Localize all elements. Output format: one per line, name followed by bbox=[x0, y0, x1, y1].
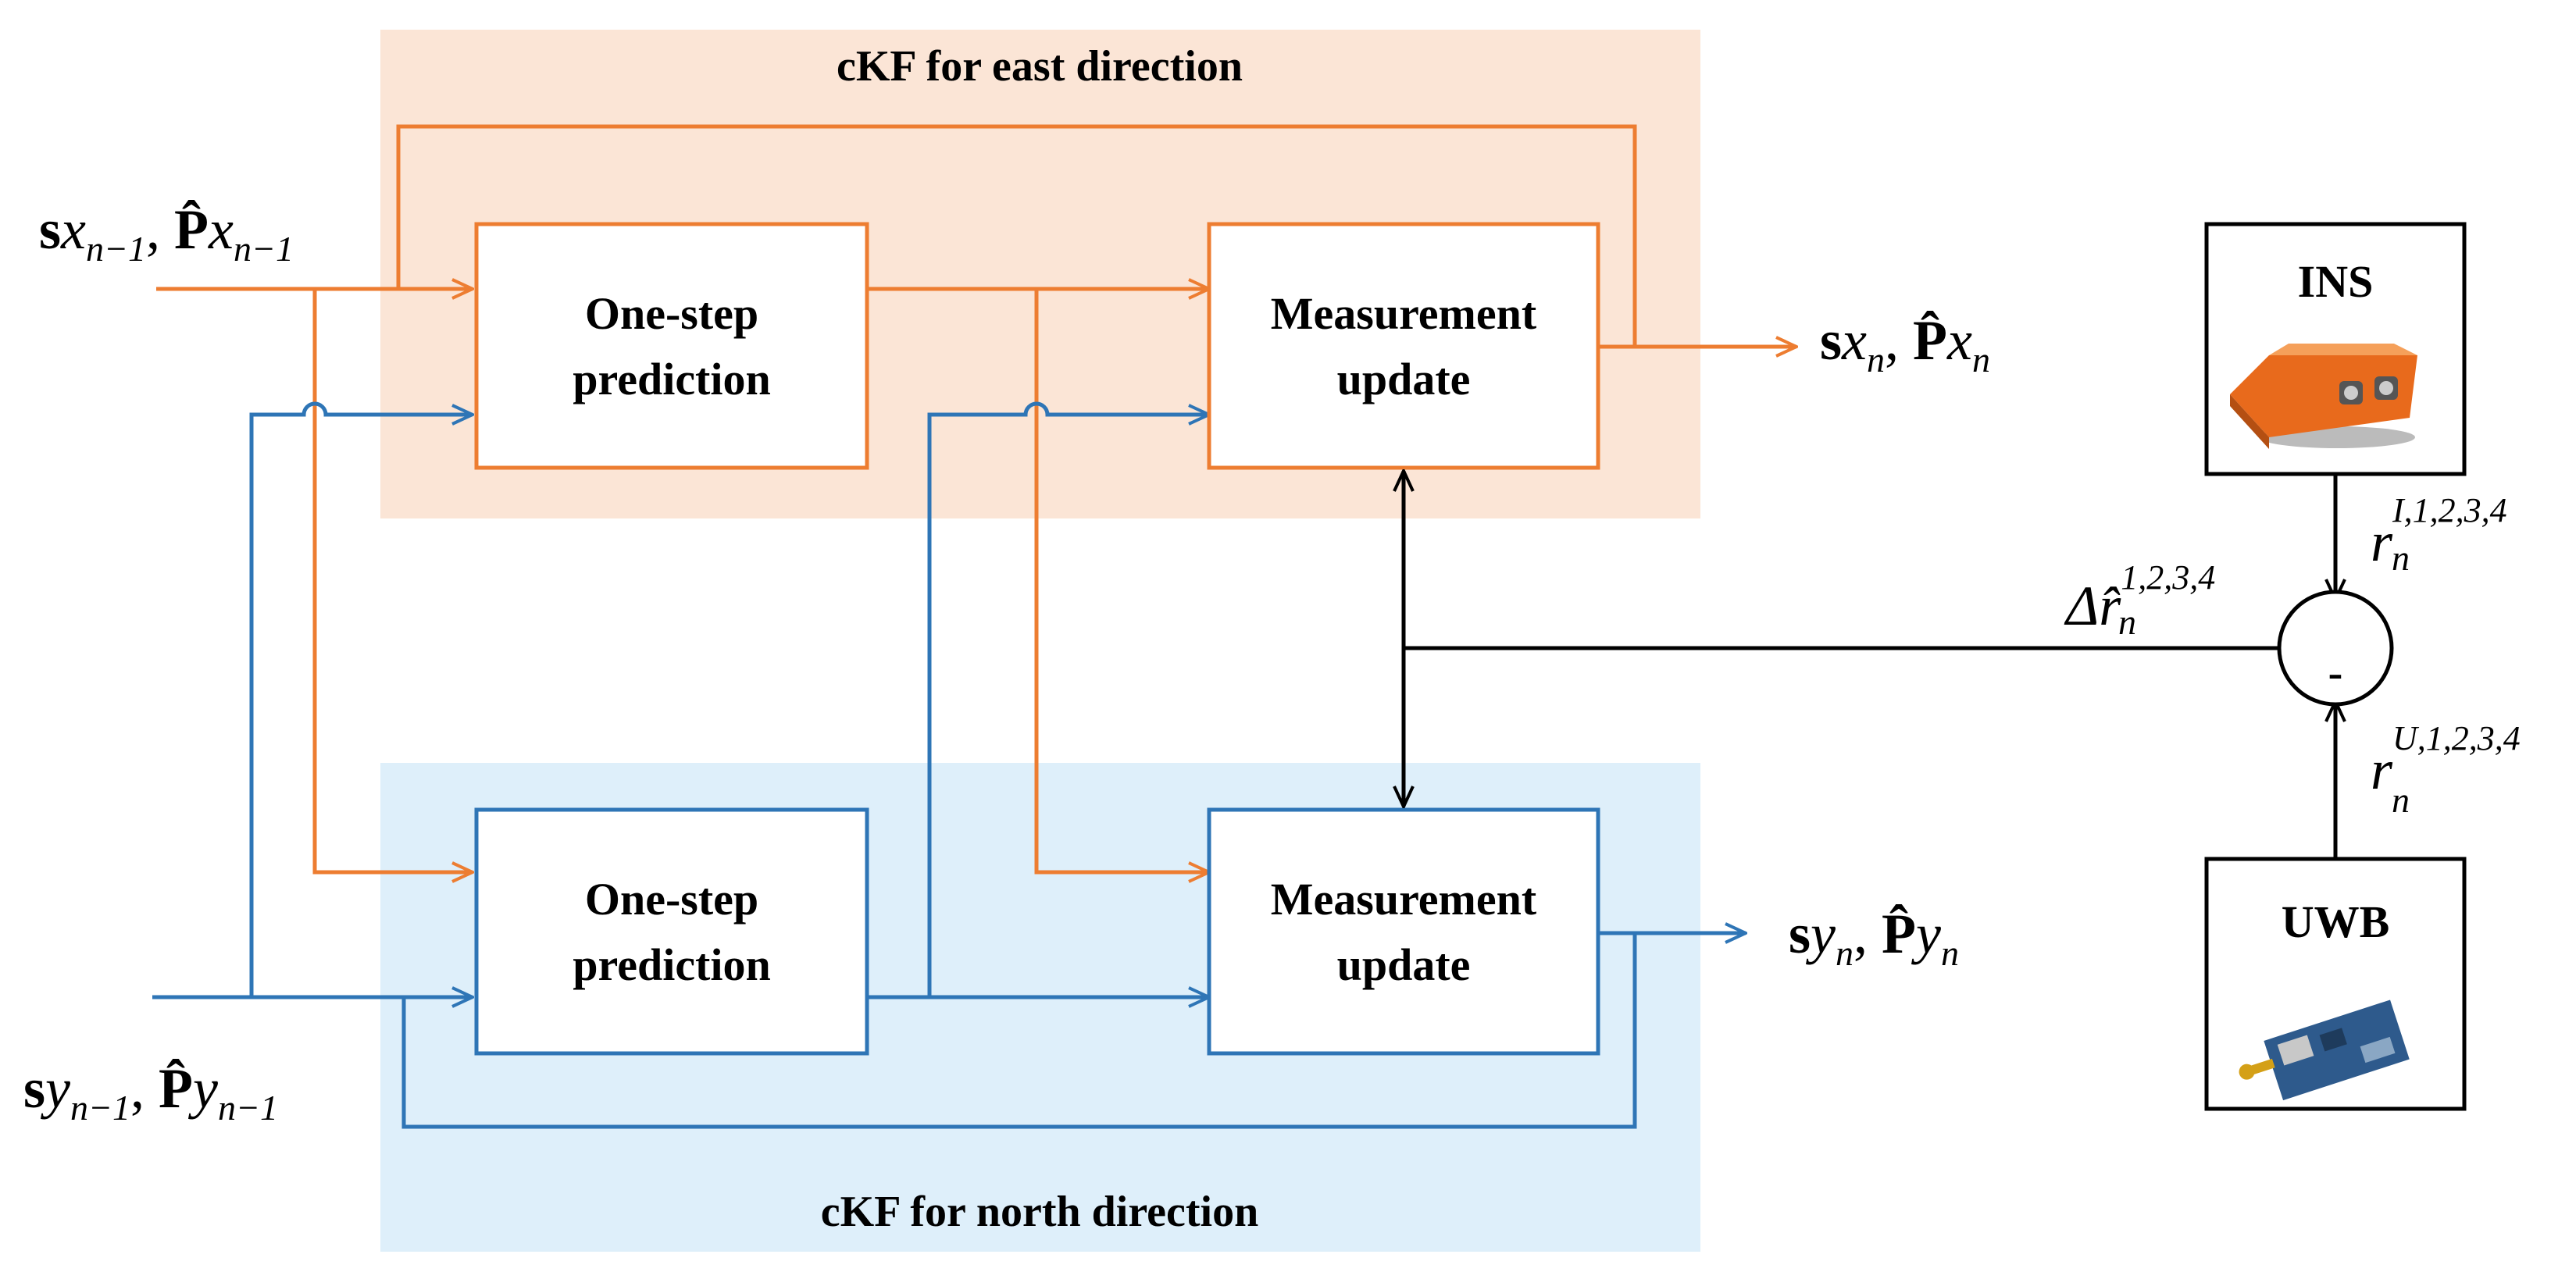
east-output-label: sxn, P̂xn bbox=[1820, 309, 1990, 379]
uwb-range-label: rU,1,2,3,4 bbox=[2371, 719, 2521, 801]
east-bypass-line bbox=[396, 124, 1637, 347]
north-update-label-1: Measurement bbox=[1271, 874, 1537, 925]
east-prediction-label-1: One-step bbox=[585, 288, 758, 339]
east-update-label-2: update bbox=[1337, 354, 1471, 404]
north-output-label: syn, P̂yn bbox=[1789, 903, 1959, 973]
east-panel-title: cKF for east direction bbox=[837, 42, 1243, 91]
delta-range-sub: n bbox=[2118, 602, 2136, 642]
east-input-label: sxn−1, P̂xn−1 bbox=[39, 198, 294, 269]
uwb-label: UWB bbox=[2282, 896, 2390, 947]
east-prediction-block bbox=[474, 222, 869, 470]
subtractor-minus-sign: - bbox=[2328, 649, 2343, 697]
north-bypass-line bbox=[401, 933, 1637, 1129]
north-update-block bbox=[1207, 807, 1600, 1056]
delta-range-label: Δr̂1,2,3,4 bbox=[2064, 558, 2215, 637]
north-to-east-prediction-line bbox=[249, 401, 473, 997]
east-to-north-prediction-line bbox=[312, 289, 473, 872]
ins-device-image bbox=[2230, 344, 2417, 449]
ins-label: INS bbox=[2298, 256, 2374, 307]
uwb-range-sub: n bbox=[2392, 780, 2410, 820]
north-prediction-label-2: prediction bbox=[573, 939, 771, 990]
east-update-label-1: Measurement bbox=[1271, 288, 1537, 339]
east-update-block bbox=[1207, 222, 1600, 470]
ins-range-sub: n bbox=[2392, 538, 2410, 578]
east-to-north-update-line bbox=[1034, 289, 1209, 872]
north-prediction-label-1: One-step bbox=[585, 874, 758, 925]
subtractor-circle bbox=[2277, 590, 2394, 707]
ins-range-label: rI,1,2,3,4 bbox=[2371, 491, 2507, 573]
north-prediction-block bbox=[474, 807, 869, 1056]
east-prediction-label-2: prediction bbox=[573, 354, 771, 404]
north-panel-title: cKF for north direction bbox=[821, 1188, 1258, 1236]
uwb-device-image bbox=[2239, 999, 2410, 1101]
north-input-label: syn−1, P̂yn−1 bbox=[23, 1057, 278, 1128]
north-to-east-update-line bbox=[927, 401, 1209, 997]
north-update-label-2: update bbox=[1337, 939, 1471, 990]
